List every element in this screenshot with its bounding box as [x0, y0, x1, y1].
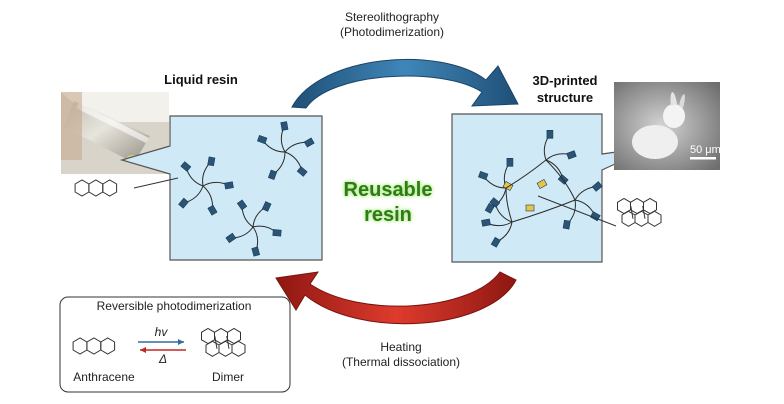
anthracene-end-group: [478, 170, 489, 181]
bottom-arrow-line2: (Thermal dissociation): [341, 355, 461, 369]
anthracene-end-group: [261, 201, 272, 212]
anthracene-end-group: [207, 204, 218, 216]
anthracene-end-group: [506, 157, 514, 167]
anthracene-end-group: [489, 197, 501, 208]
anthracene-end-group: [178, 197, 189, 209]
crosslinked-network: [478, 129, 603, 248]
anthracene-end-group: [562, 219, 571, 230]
anthracene-end-group: [280, 121, 289, 131]
bottom-arrow-line1: Heating: [380, 340, 422, 354]
anthracene-end-group: [490, 236, 501, 248]
forward-condition: hv: [154, 325, 168, 339]
stereolithography-arrow: [291, 58, 519, 109]
anthracene-end-group: [303, 137, 315, 148]
center-line2: resin: [364, 204, 412, 226]
monomer-cluster-group: [178, 121, 315, 257]
anthracene-end-group: [257, 134, 268, 145]
reverse-condition: Δ: [158, 352, 168, 366]
anthracene-end-group: [236, 199, 248, 211]
dimer-leader-line: [537, 195, 617, 227]
inset-anthracene-structure: [72, 337, 116, 355]
anthracene-end-group: [225, 232, 237, 244]
left-title: Liquid resin: [164, 72, 238, 87]
liquid-resin-box: [119, 115, 323, 261]
bunny-sem-photo: [614, 82, 720, 170]
network-backbone: [505, 159, 576, 223]
dimer-crosslink: [525, 204, 535, 212]
monomer-label: Anthracene: [73, 370, 135, 384]
anthracene-end-group: [180, 161, 192, 172]
anthracene-end-group: [546, 129, 554, 139]
anthracene-end-group: [207, 156, 216, 167]
anthracene-end-group: [251, 246, 261, 257]
inset-title: Reversible photodimerization: [96, 299, 252, 313]
anthracene-end-group: [272, 229, 282, 237]
right-title-line1: 3D-printed: [532, 73, 598, 88]
reusable-resin-title: Reusable resin: [320, 178, 456, 228]
center-line1: Reusable: [343, 179, 433, 201]
top-arrow-line2: (Photodimerization): [339, 25, 445, 39]
anthracene-leader-line: [133, 177, 179, 189]
heating-arrow: [275, 271, 517, 325]
right-title-line2: structure: [536, 90, 594, 105]
anthracene-end-group: [484, 202, 495, 214]
top-arrow-label: Stereolithography (Photodimerization): [322, 10, 462, 40]
anthracene-end-group: [267, 169, 278, 180]
inset-dimer-structure: [201, 327, 246, 357]
top-arrow-line1: Stereolithography: [344, 10, 440, 24]
bottom-arrow-label: Heating (Thermal dissociation): [326, 340, 476, 370]
right-title: 3D-printed structure: [520, 72, 610, 106]
anthracene-end-group: [481, 218, 491, 227]
anthracene-structure: [74, 179, 118, 197]
anthracene-end-group: [591, 181, 603, 192]
dimer-structure: [617, 197, 662, 227]
dimer-crosslink: [536, 178, 548, 190]
anthracene-end-group: [296, 166, 308, 177]
photodimerization-inset: [59, 296, 291, 393]
anthracene-end-group: [566, 150, 577, 160]
scale-bar-label: 50 μm: [690, 144, 721, 156]
anthracene-end-group: [224, 181, 234, 190]
dimer-label: Dimer: [212, 370, 244, 384]
